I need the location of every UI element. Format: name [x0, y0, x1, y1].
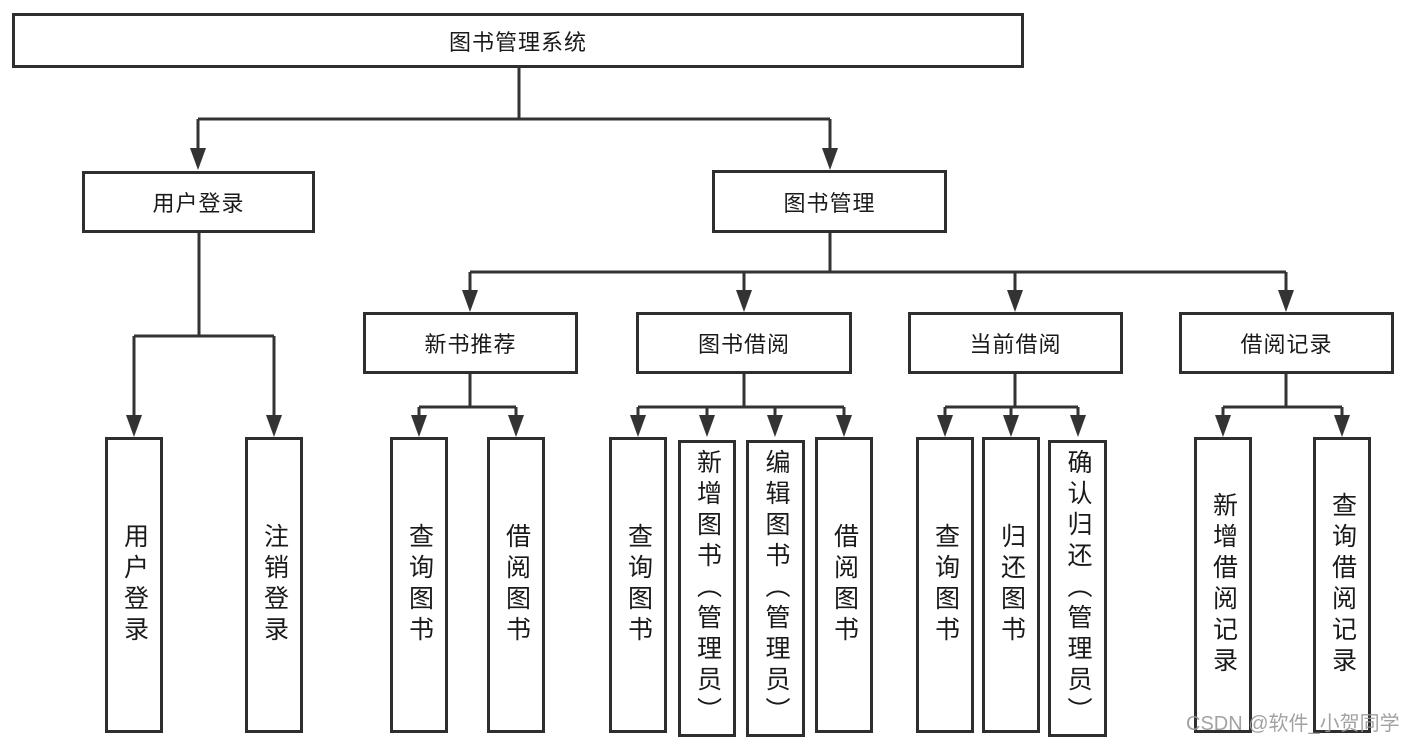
- node-label: 图书管理: [783, 190, 876, 216]
- flowchart-leaf-recommend-query-book: 查询图书: [390, 437, 448, 733]
- flowchart-leaf-return-book: 归还图书: [982, 437, 1040, 733]
- arrowheads: [126, 148, 1350, 437]
- flowchart-node-book-management: 图书管理: [712, 170, 947, 233]
- node-label: 查询图书: [931, 523, 960, 647]
- flowchart-node-current-borrow: 当前借阅: [908, 312, 1123, 374]
- node-label: 查询图书: [624, 523, 653, 647]
- flowchart-leaf-recommend-borrow-book: 借阅图书: [487, 437, 545, 733]
- node-label: 图书借阅: [697, 332, 790, 357]
- node-label: 借阅记录: [1240, 332, 1333, 357]
- csdn-watermark: CSDN @软件_小贺同学: [1186, 713, 1400, 735]
- flowchart-leaf-confirm-return-admin: 确认归还（管理员）: [1048, 440, 1107, 737]
- node-label: 图书管理系统: [448, 29, 587, 55]
- flowchart-node-user-login: 用户登录: [82, 171, 315, 233]
- node-label: 编辑图书（管理员）: [762, 449, 790, 728]
- flowchart-leaf-borrow-book: 借阅图书: [815, 437, 873, 733]
- node-label: 用户登录: [120, 523, 149, 647]
- flowchart-leaf-query-borrow-record: 查询借阅记录: [1313, 437, 1371, 733]
- node-label: 新书推荐: [424, 332, 517, 357]
- node-label: 注销登录: [260, 523, 289, 647]
- flowchart-node-borrow-records: 借阅记录: [1179, 312, 1394, 374]
- flowchart-leaf-user-login: 用户登录: [105, 437, 163, 733]
- node-label: 新增图书（管理员）: [693, 449, 722, 728]
- node-label: 查询借阅记录: [1328, 492, 1357, 678]
- node-label: 借阅图书: [830, 523, 859, 647]
- flowchart-node-book-borrow: 图书借阅: [636, 312, 852, 374]
- flowchart-node-system-root: 图书管理系统: [12, 13, 1024, 68]
- flowchart-leaf-logout: 注销登录: [245, 437, 303, 733]
- node-label: 借阅图书: [502, 523, 531, 647]
- flowchart-leaf-borrow-query-book: 查询图书: [609, 437, 667, 733]
- flowchart-leaf-current-query-book: 查询图书: [916, 437, 974, 733]
- node-label: 用户登录: [152, 191, 245, 216]
- node-label: 当前借阅: [969, 332, 1062, 357]
- flowchart-node-new-book-recommend: 新书推荐: [363, 312, 578, 374]
- node-label: 查询图书: [405, 523, 434, 647]
- flowchart-leaf-add-book-admin: 新增图书（管理员）: [678, 440, 736, 737]
- node-label: 确认归还（管理员）: [1064, 449, 1092, 728]
- flowchart-leaf-edit-book-admin: 编辑图书（管理员）: [746, 440, 805, 737]
- flowchart-leaf-add-borrow-record: 新增借阅记录: [1194, 437, 1252, 733]
- node-label: 归还图书: [997, 523, 1026, 647]
- node-label: 新增借阅记录: [1209, 492, 1238, 678]
